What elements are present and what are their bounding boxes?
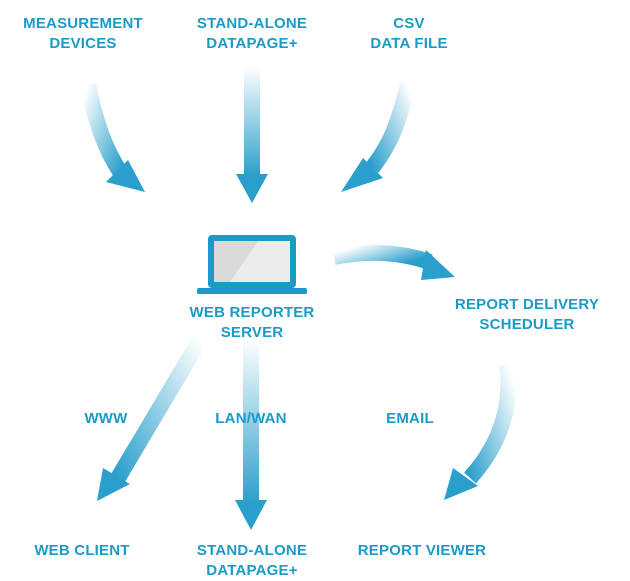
edge-label-email: EMAIL bbox=[386, 410, 434, 427]
node-label-line: DEVICES bbox=[49, 35, 117, 52]
node-label-line: STAND-ALONE bbox=[196, 542, 308, 559]
node-web-reporter-server: WEB REPORTER SERVER bbox=[177, 303, 327, 343]
node-report-delivery-scheduler: REPORT DELIVERY SCHEDULER bbox=[442, 295, 612, 335]
node-label-line: DATAPAGE+ bbox=[206, 35, 298, 52]
node-csv-data-file: CSV DATA FILE bbox=[344, 14, 474, 54]
arrow-server-to-scheduler bbox=[332, 244, 455, 280]
node-label-line: SERVER bbox=[220, 324, 284, 341]
arrow-standalone-to-server bbox=[236, 67, 268, 203]
node-label-line: STAND-ALONE bbox=[196, 15, 308, 32]
node-web-client: WEB CLIENT bbox=[12, 541, 152, 561]
node-label-line: SCHEDULER bbox=[479, 316, 575, 333]
node-label-line: DATA FILE bbox=[370, 35, 448, 52]
node-label-line: REPORT VIEWER bbox=[357, 542, 487, 559]
node-label-line: WEB CLIENT bbox=[34, 542, 130, 559]
node-label-line: MEASUREMENT bbox=[23, 15, 143, 32]
edge-label-www: WWW bbox=[84, 410, 128, 427]
node-label-line: REPORT DELIVERY bbox=[454, 296, 600, 313]
arrow-measurement-to-server bbox=[80, 83, 145, 192]
node-label-line: DATAPAGE+ bbox=[206, 562, 298, 579]
node-standalone-datapage-top: STAND-ALONE DATAPAGE+ bbox=[177, 14, 327, 54]
arrow-server-to-standalone bbox=[235, 338, 267, 530]
arrow-server-to-web-client bbox=[97, 335, 207, 501]
edge-label-lan-wan: LAN/WAN bbox=[215, 410, 287, 427]
node-standalone-datapage-bottom: STAND-ALONE DATAPAGE+ bbox=[177, 541, 327, 581]
node-report-viewer: REPORT VIEWER bbox=[342, 541, 502, 561]
node-measurement-devices: MEASUREMENT DEVICES bbox=[8, 14, 158, 54]
arrow-scheduler-to-report-viewer bbox=[444, 363, 517, 500]
node-label-line: WEB REPORTER bbox=[189, 304, 315, 321]
node-label-line: CSV bbox=[393, 15, 425, 32]
laptop-icon bbox=[197, 235, 307, 294]
arrow-csv-to-server bbox=[341, 83, 416, 192]
